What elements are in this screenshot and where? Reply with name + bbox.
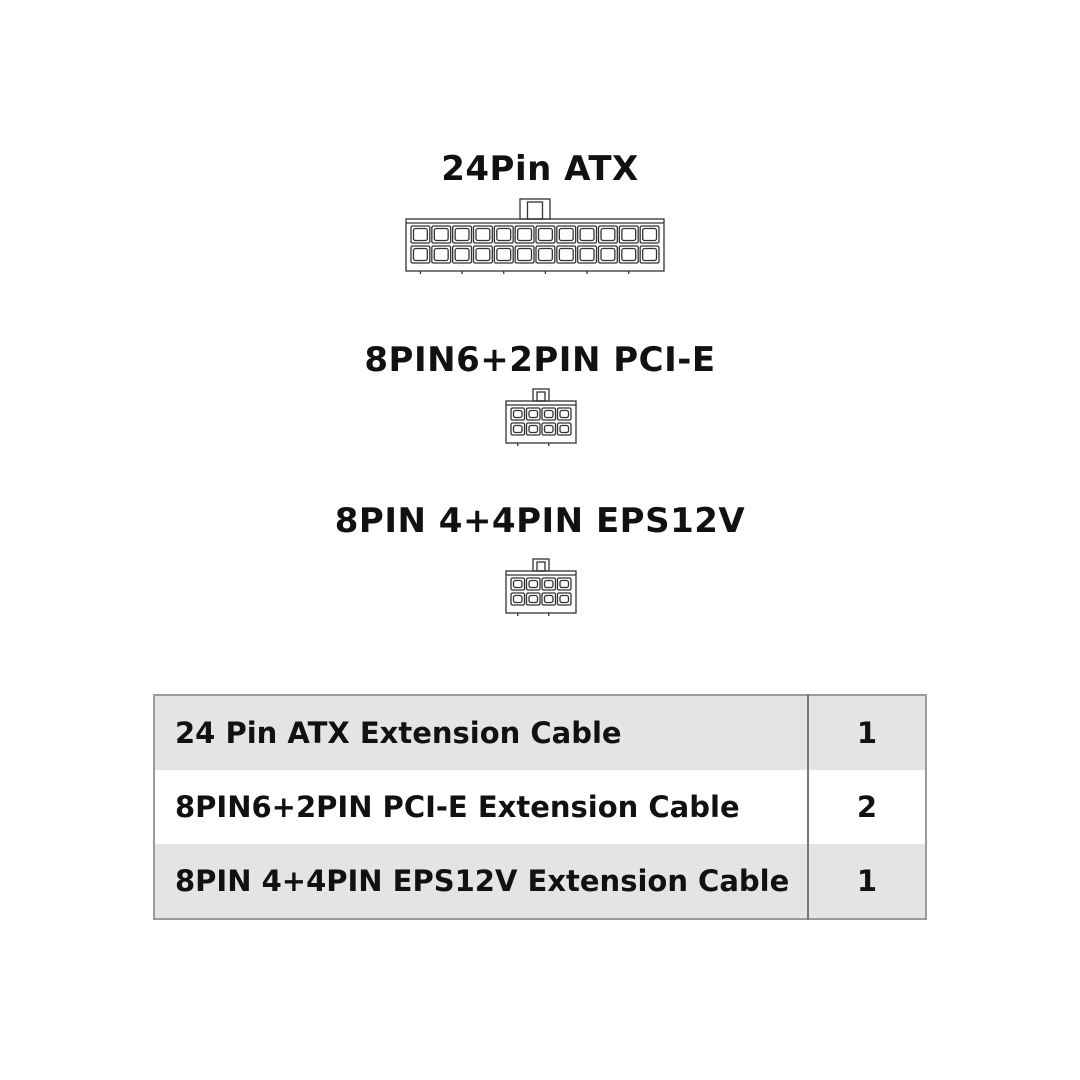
table-row: 24 Pin ATX Extension Cable 1 — [154, 695, 926, 770]
atx-connector-label: 24Pin ATX — [441, 149, 639, 189]
table-row: 8PIN6+2PIN PCI-E Extension Cable 2 — [154, 770, 926, 844]
pcie-connector-label: 8PIN6+2PIN PCI-E — [364, 340, 716, 380]
cable-name: 8PIN6+2PIN PCI-E Extension Cable — [154, 770, 808, 844]
eps-connector-label: 8PIN 4+4PIN EPS12V — [334, 501, 746, 541]
cable-quantity: 1 — [807, 695, 926, 770]
eps-8pin-connector-icon — [505, 558, 577, 616]
table-row: 8PIN 4+4PIN EPS12V Extension Cable 1 — [154, 844, 926, 919]
pcie-8pin-connector-icon — [505, 388, 577, 446]
cable-name: 24 Pin ATX Extension Cable — [154, 695, 808, 770]
contents-table: 24 Pin ATX Extension Cable 1 8PIN6+2PIN … — [153, 694, 927, 920]
atx-24pin-connector-icon — [405, 198, 665, 274]
cable-quantity: 2 — [807, 770, 926, 844]
cable-name: 8PIN 4+4PIN EPS12V Extension Cable — [154, 844, 808, 919]
cable-quantity: 1 — [807, 844, 926, 919]
